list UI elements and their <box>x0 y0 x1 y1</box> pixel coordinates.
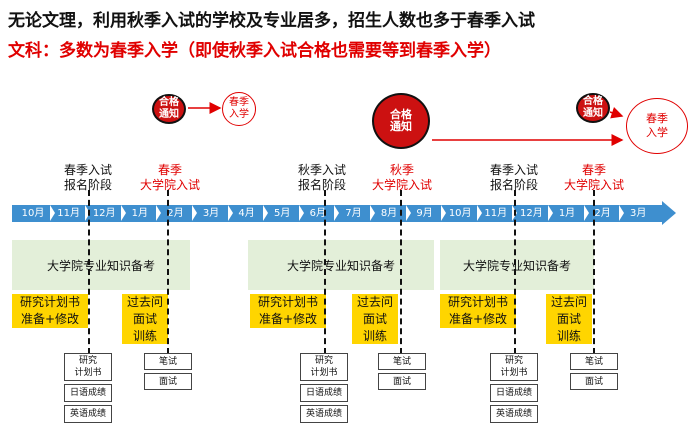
month-label: 2月 <box>594 208 611 219</box>
stage-spring-apply-2: 春季入试 报名阶段 <box>489 163 538 192</box>
month-label: 6月 <box>309 208 326 219</box>
month-label: 11月 <box>57 208 80 219</box>
stage-spring-grad-1: 春季 大学院入试 <box>139 163 200 192</box>
prep-box-2: 大学院专业知识备考 <box>248 240 434 290</box>
heading-line2: 文科：多数为春季入学（即使秋季入试合格也需要等到春季入学） <box>8 41 501 61</box>
spring-enroll-circle-2: 春季 入学 <box>626 98 688 154</box>
pass-notice-circle-3: 合格 通知 <box>576 93 610 123</box>
material-written-1: 笔试 <box>144 353 192 370</box>
stage-spring-grad-2: 春季 大学院入试 <box>563 163 624 192</box>
material-interview-3: 面试 <box>570 373 618 390</box>
month-label: 11月 <box>484 208 508 219</box>
past-box-3: 过去问 面试 训练 <box>546 294 592 344</box>
month-label: 12月 <box>92 208 116 219</box>
month-separator <box>583 205 589 221</box>
month-separator <box>49 205 55 221</box>
month-separator <box>156 205 162 221</box>
material-written-3: 笔试 <box>570 353 618 370</box>
month-separator <box>476 205 482 221</box>
dashed-line-3 <box>324 190 326 354</box>
material-interview-2: 面试 <box>378 373 426 390</box>
month-label: 9月 <box>416 208 433 219</box>
material-plan-1: 研究 计划书 <box>64 353 112 381</box>
arrow-3 <box>609 106 624 119</box>
material-written-2: 笔试 <box>378 353 426 370</box>
month-separator <box>192 205 197 221</box>
month-separator <box>619 205 625 221</box>
spring-enroll-circle-1: 春季 入学 <box>222 92 256 126</box>
month-label: 4月 <box>238 208 255 219</box>
material-plan-2: 研究 计划书 <box>300 353 348 381</box>
month-separator <box>85 205 91 221</box>
month-label: 3月 <box>630 208 647 219</box>
material-jp-2: 日语成绩 <box>300 384 348 402</box>
material-jp-3: 日语成绩 <box>490 384 538 402</box>
plan-box-1: 研究计划书 准备+修改 <box>12 294 88 328</box>
prep-box-1: 大学院专业知识备考 <box>12 240 190 290</box>
month-separator <box>298 205 304 221</box>
plan-box-3: 研究计划书 准备+修改 <box>440 294 516 328</box>
dashed-line-1 <box>88 190 90 354</box>
month-label: 3月 <box>202 208 220 219</box>
month-label: 7月 <box>345 208 362 219</box>
material-jp-1: 日语成绩 <box>64 384 112 402</box>
month-separator <box>334 205 340 221</box>
dashed-line-4 <box>400 190 402 354</box>
dashed-line-6 <box>593 190 595 354</box>
stage-autumn-apply: 秋季入试 报名阶段 <box>297 163 346 192</box>
month-separator <box>548 205 553 221</box>
month-separator <box>120 205 126 221</box>
month-label: 1月 <box>131 208 148 219</box>
heading-line1: 无论文理，利用秋季入试的学校及专业居多，招生人数也多于春季入试 <box>8 11 535 31</box>
material-en-1: 英语成绩 <box>64 405 112 423</box>
past-box-1: 过去问 面试 训练 <box>122 294 168 344</box>
dashed-line-5 <box>514 190 516 354</box>
material-en-2: 英语成绩 <box>300 405 348 423</box>
pass-notice-circle-1: 合格 通知 <box>152 94 186 124</box>
material-en-3: 英语成绩 <box>490 405 538 423</box>
month-separator <box>370 205 375 221</box>
stage-spring-apply-1: 春季入试 报名阶段 <box>63 163 112 192</box>
month-label: 10月 <box>448 208 472 219</box>
material-plan-3: 研究 计划书 <box>490 353 538 381</box>
month-label: 5月 <box>274 208 291 219</box>
month-separator <box>441 205 447 221</box>
prep-box-3: 大学院专业知识备考 <box>440 240 594 290</box>
month-label: 8月 <box>380 208 398 219</box>
dashed-line-2 <box>167 190 169 354</box>
pass-notice-circle-2: 合格 通知 <box>372 93 430 149</box>
month-separator <box>263 205 269 221</box>
month-separator <box>405 205 411 221</box>
stage-autumn-grad: 秋季 大学院入试 <box>371 163 432 192</box>
month-label: 12月 <box>520 208 543 219</box>
material-interview-1: 面试 <box>144 373 192 390</box>
past-box-2: 过去问 面试 训练 <box>352 294 398 344</box>
month-label: 10月 <box>21 208 45 219</box>
month-label: 1月 <box>558 208 576 219</box>
plan-box-2: 研究计划书 准备+修改 <box>250 294 326 328</box>
month-label: 2月 <box>167 208 184 219</box>
month-separator <box>227 205 233 221</box>
